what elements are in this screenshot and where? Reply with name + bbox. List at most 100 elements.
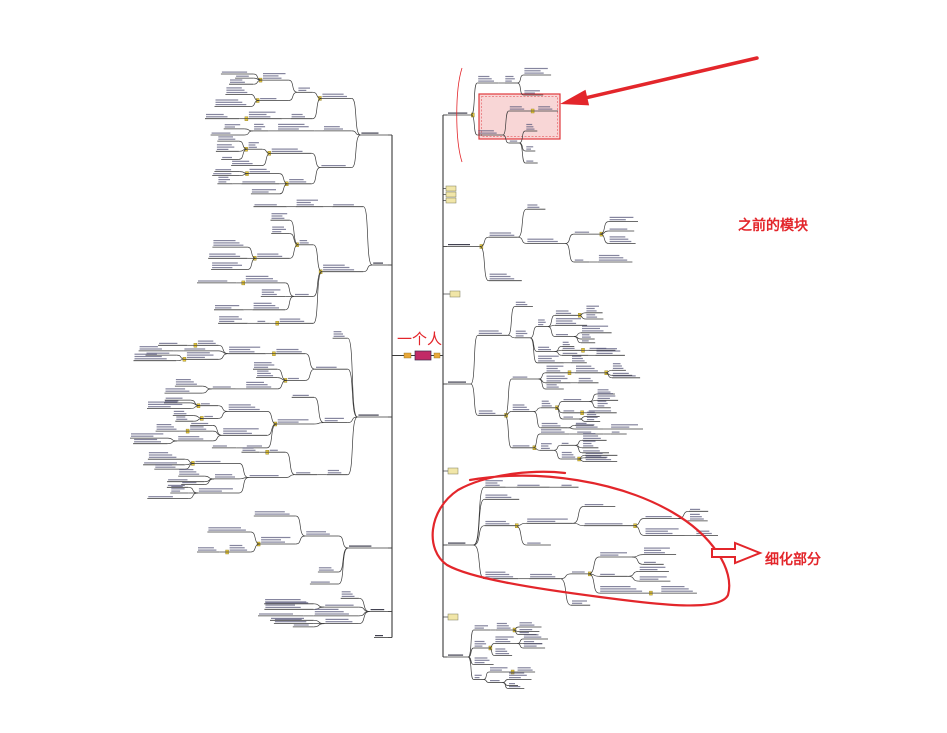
connector-line (285, 451, 296, 476)
connector-line (190, 405, 201, 409)
connector-line (627, 575, 639, 582)
node-text-blur (209, 253, 236, 255)
map-node (488, 273, 522, 282)
map-node (290, 113, 313, 120)
map-node (340, 591, 359, 599)
node-text-blur (289, 179, 304, 181)
map-node (214, 99, 251, 107)
connector-line (573, 336, 582, 344)
node-text-blur (519, 632, 529, 634)
connector-line (473, 525, 485, 546)
node-text-blur (299, 242, 309, 244)
node-text-blur (265, 606, 301, 608)
node-text-blur (597, 393, 613, 395)
connector-line (517, 82, 524, 96)
node-text-blur (186, 352, 210, 354)
node-text-blur (574, 259, 584, 261)
node-text-blur (541, 425, 561, 427)
map-node (596, 393, 619, 401)
map-node (583, 523, 637, 528)
node-text-blur (134, 355, 162, 358)
node-text-blur (245, 280, 278, 282)
node-text-blur (448, 112, 468, 114)
node-text-blur (478, 332, 502, 334)
map-node (332, 204, 364, 208)
node-text-blur (349, 545, 372, 547)
node-text-blur (612, 367, 624, 369)
node-text-blur (478, 330, 499, 332)
map-node (571, 355, 587, 364)
map-node (473, 657, 494, 665)
map-node (167, 479, 205, 483)
node-text-blur (639, 569, 658, 571)
previous-module-label: 之前的模块 (738, 217, 809, 234)
node-text-blur (509, 683, 515, 685)
node-text-blur (229, 351, 255, 353)
map-node (313, 608, 359, 617)
node-text-blur (538, 346, 550, 348)
map-node (270, 213, 290, 221)
map-node (214, 305, 244, 311)
node-text-blur (609, 216, 634, 218)
map-node (599, 586, 653, 596)
node-text-blur (165, 400, 179, 402)
map-node (581, 340, 596, 344)
node-text-blur (690, 518, 704, 520)
node-text-blur (541, 405, 552, 407)
node-text-blur (333, 204, 354, 206)
node-text-blur (314, 613, 349, 615)
node-text-blur (584, 504, 604, 506)
node-text-blur (517, 669, 533, 671)
connector-line (507, 306, 516, 336)
node-text-blur (186, 354, 214, 356)
node-text-blur (509, 672, 525, 674)
connector-line (295, 535, 306, 545)
node-text-blur (538, 324, 544, 326)
map-node (228, 346, 266, 355)
node-text-blur (197, 342, 216, 344)
node-text-blur (609, 219, 626, 221)
node-text-blur (206, 113, 224, 116)
map-node (526, 518, 573, 524)
node-text-blur (249, 168, 267, 170)
map-node (225, 87, 251, 95)
main-branch-topic (369, 609, 388, 612)
node-text-blur (526, 148, 531, 150)
map-node (170, 485, 189, 494)
node-text-blur (173, 413, 187, 415)
map-node (526, 542, 551, 546)
node-text-blur (596, 352, 613, 354)
connector-line (517, 208, 527, 238)
connector-line (547, 326, 555, 337)
map-node (147, 452, 185, 460)
node-text-blur (229, 346, 261, 348)
map-node (611, 372, 633, 376)
node-text-blur (289, 181, 307, 183)
map-node (608, 228, 635, 232)
connector-line (285, 282, 295, 297)
node-text-blur (216, 144, 232, 146)
node-text-blur (261, 291, 275, 293)
node-text-blur (639, 566, 666, 568)
node-text-blur (524, 90, 540, 92)
map-node (473, 640, 493, 651)
map-node (595, 348, 625, 356)
connector-line (289, 244, 299, 259)
node-text-blur (600, 588, 637, 590)
node-text-blur (575, 424, 595, 426)
map-node (611, 375, 641, 379)
connector-line (564, 243, 574, 263)
node-text-blur (585, 459, 612, 461)
map-node (545, 365, 572, 375)
map-node (554, 310, 582, 318)
node-text-blur (134, 353, 157, 355)
map-node (526, 204, 546, 210)
node-text-blur (159, 342, 178, 344)
connector-line (312, 271, 323, 324)
node-text-blur (373, 262, 383, 264)
node-text-blur (495, 653, 510, 655)
map-node (560, 442, 575, 446)
connector-line (473, 486, 485, 546)
map-node (183, 348, 219, 352)
connector-line (244, 128, 254, 132)
